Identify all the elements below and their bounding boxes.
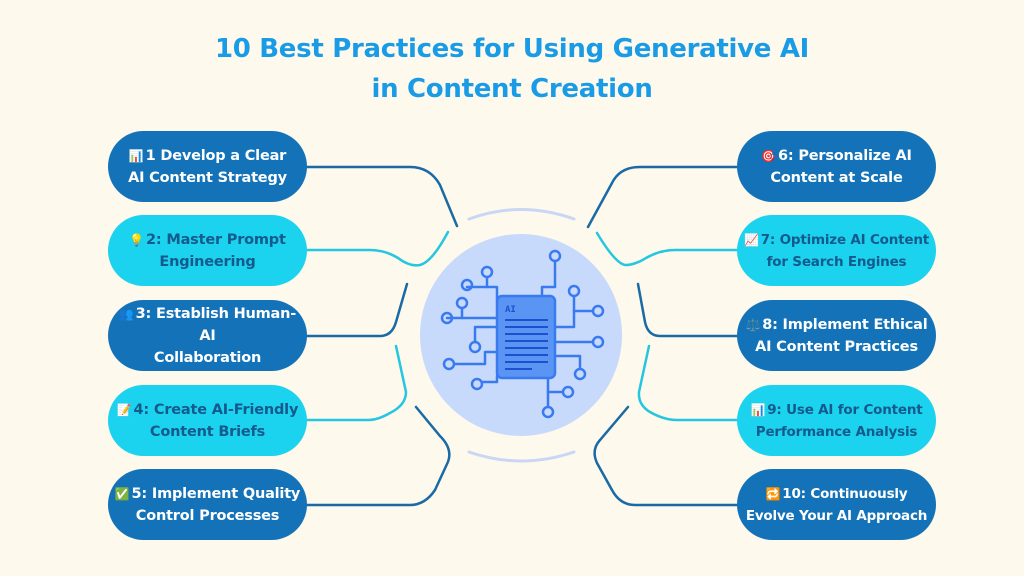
connector-3	[305, 282, 409, 338]
people-icon: 👥	[118, 306, 134, 321]
practice-5: ✅5: Implement Quality Control Processes	[108, 469, 307, 540]
bottom-arc	[467, 450, 576, 463]
connector-9	[637, 344, 739, 422]
ai-chip-document	[495, 294, 557, 380]
repeat-icon: 🔁	[765, 486, 781, 501]
practice-1: 📊1 Develop a Clear AI Content Strategy	[108, 131, 307, 202]
title-line-2: in Content Creation	[371, 74, 653, 104]
connector-5	[305, 405, 451, 507]
connector-7	[595, 231, 739, 267]
ai-document-circuit-icon	[440, 249, 605, 419]
bar-chart-icon: 📊	[128, 148, 144, 163]
practice-6: 🎯6: Personalize AI Content at Scale	[737, 131, 936, 202]
lightbulb-icon: 💡	[129, 232, 145, 247]
practice-2: 💡2: Master Prompt Engineering	[108, 215, 307, 286]
practice-9: 📊9: Use AI for Content Performance Analy…	[737, 385, 936, 456]
balance-scale-icon: ⚖️	[745, 317, 761, 332]
practice-3: 👥3: Establish Human-AI Collaboration	[108, 300, 307, 371]
title-line-1: 10 Best Practices for Using Generative A…	[214, 34, 810, 64]
practice-7: 📈7: Optimize AI Content for Search Engin…	[737, 215, 936, 286]
practice-4: 📝4: Create AI-Friendly Content Briefs	[108, 385, 307, 456]
connector-2	[305, 230, 450, 267]
trending-up-icon: 📈	[743, 232, 759, 247]
memo-icon: 📝	[116, 402, 132, 417]
bar-chart-icon: 📊	[750, 402, 766, 417]
connector-8	[636, 282, 739, 338]
connector-4	[305, 344, 408, 422]
practice-8: ⚖️8: Implement Ethical AI Content Practi…	[737, 300, 936, 371]
check-mark-icon: ✅	[114, 486, 130, 501]
top-arc	[467, 208, 576, 221]
connector-1	[305, 165, 459, 228]
practice-10: 🔁10: Continuously Evolve Your AI Approac…	[737, 469, 936, 540]
connector-6	[586, 165, 739, 229]
connector-10	[593, 405, 739, 507]
target-icon: 🎯	[761, 148, 776, 163]
chip-label: AI	[505, 305, 516, 315]
document-text-lines	[505, 319, 548, 370]
